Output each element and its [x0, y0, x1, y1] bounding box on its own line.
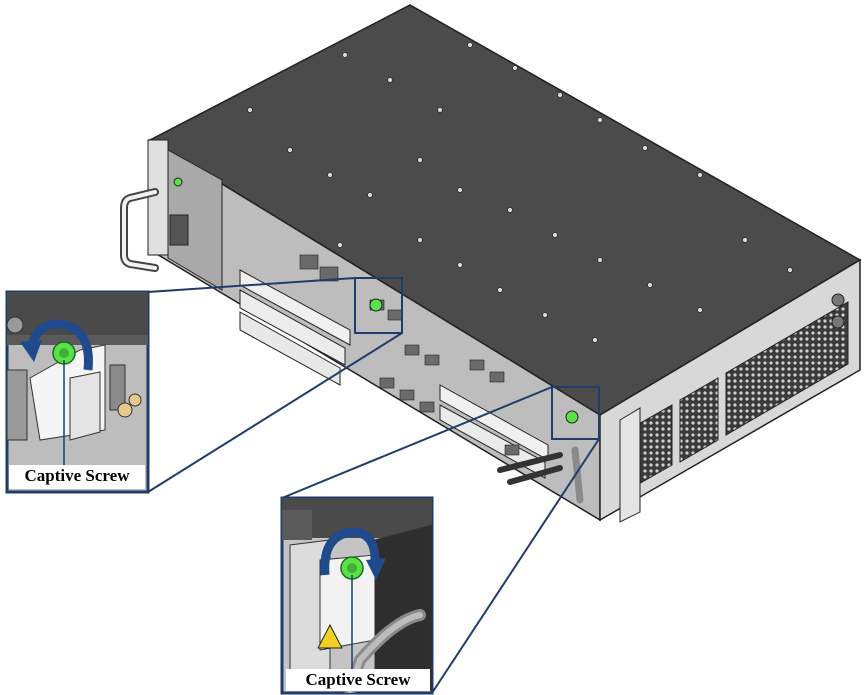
callout-lines: [147, 277, 600, 694]
highlight-box-2: [551, 386, 600, 440]
highlight-box-1: [354, 277, 403, 334]
card-slot-2: [239, 289, 346, 366]
top-screws: [247, 42, 793, 358]
module-left-face: [167, 149, 223, 291]
rotate-arrow-icon: [27, 319, 93, 371]
callout-label-1: Captive Screw: [9, 465, 145, 489]
captive-screw-2: [565, 410, 579, 424]
chassis: [120, 4, 862, 523]
rotate-arrow-icon-2: [320, 527, 380, 576]
rack-ear-right: [619, 407, 641, 523]
card-slot-3: [239, 311, 341, 386]
card-slot-1: [239, 269, 351, 346]
inset-detail-2: [280, 496, 434, 695]
rack-ear-left: [147, 139, 169, 256]
captive-screw-1: [369, 298, 383, 312]
side-vent-mid: [679, 377, 719, 463]
side-vent-right: [725, 301, 849, 436]
warning-icon: [317, 623, 343, 649]
inset-detail-1: [5, 290, 150, 494]
callout-label-2: Captive Screw: [286, 669, 430, 691]
